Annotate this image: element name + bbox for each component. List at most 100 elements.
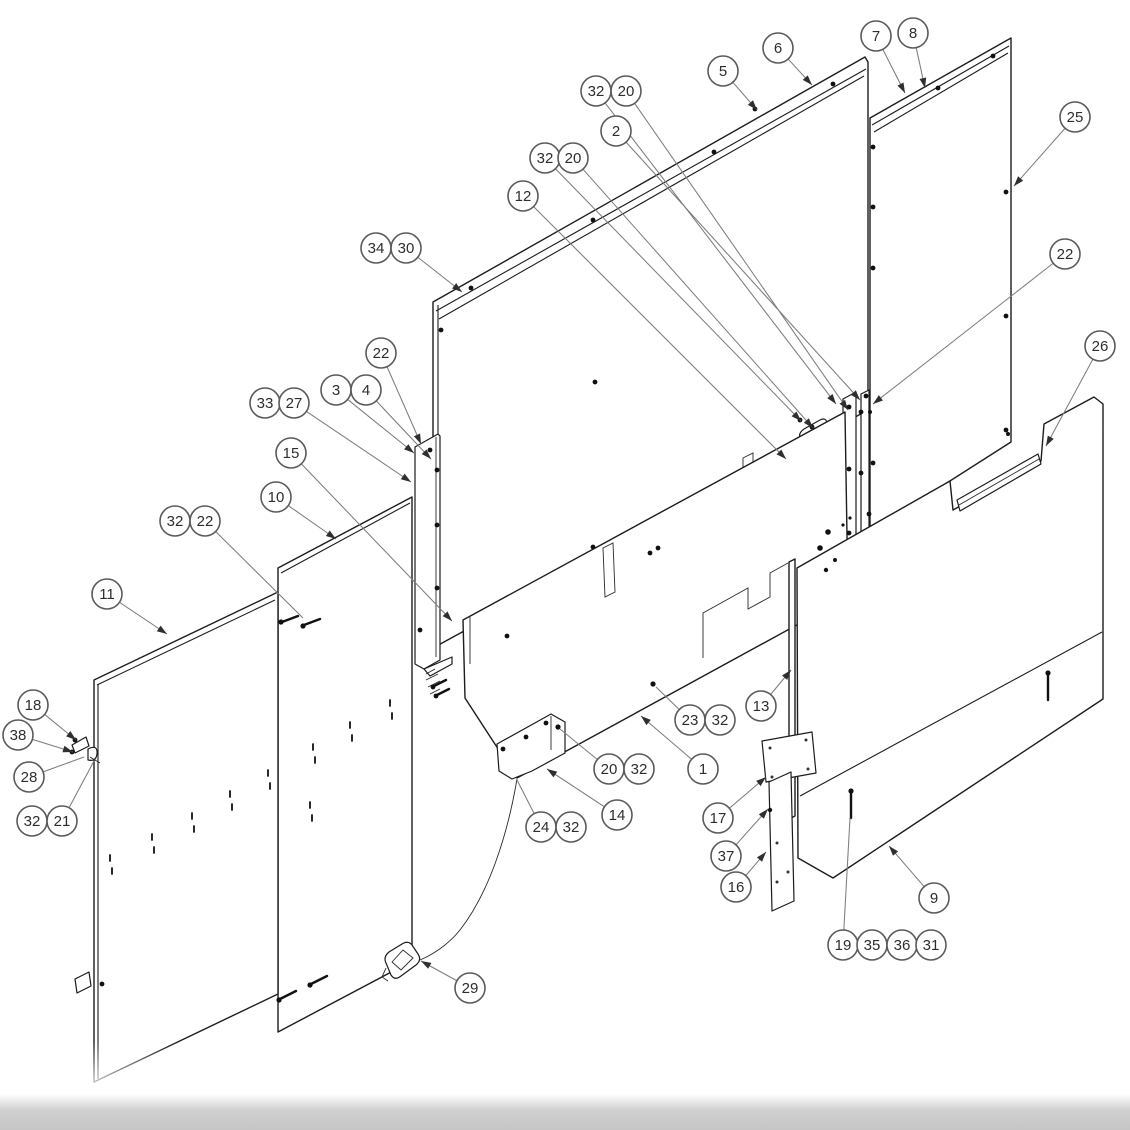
balloon-number: 21 bbox=[54, 813, 71, 830]
leader-line bbox=[386, 366, 422, 445]
leader-line bbox=[604, 102, 837, 405]
leader-arrowhead bbox=[897, 82, 905, 93]
leader-line bbox=[68, 760, 95, 809]
leader-line bbox=[1045, 358, 1094, 447]
balloon-circle bbox=[702, 802, 734, 834]
balloon-circle bbox=[350, 374, 382, 406]
leader-arrowhead bbox=[1046, 435, 1054, 446]
bolts bbox=[276, 614, 1051, 1003]
bracket-14-24 bbox=[496, 713, 566, 780]
balloon-number: 35 bbox=[864, 937, 881, 954]
balloon-number: 4 bbox=[362, 382, 370, 399]
balloon-circle bbox=[275, 437, 307, 469]
balloon-34: 34 bbox=[360, 232, 392, 264]
balloon-number: 3 bbox=[332, 382, 340, 399]
balloon-number: 24 bbox=[533, 819, 550, 836]
leader-line bbox=[215, 531, 304, 619]
leader-arrowhead bbox=[404, 444, 414, 453]
leader-arrowhead bbox=[756, 777, 766, 787]
balloon-21: 21 bbox=[46, 805, 78, 837]
balloon-number: 23 bbox=[682, 712, 699, 729]
balloon-circle bbox=[897, 17, 929, 49]
slot-marks bbox=[109, 699, 393, 875]
balloon-number: 8 bbox=[909, 25, 917, 42]
leader-arrowhead bbox=[839, 399, 848, 410]
balloon-number: 20 bbox=[618, 83, 635, 100]
panel-slot bbox=[602, 542, 616, 598]
balloon-number: 20 bbox=[565, 150, 582, 167]
bracket-3-4 bbox=[414, 433, 453, 677]
balloon-number: 30 bbox=[398, 240, 415, 257]
leader-line bbox=[640, 715, 692, 760]
balloon-31: 31 bbox=[915, 929, 947, 961]
leader-line bbox=[347, 399, 415, 454]
part-29 bbox=[384, 941, 421, 979]
leader-arrowhead bbox=[66, 731, 76, 740]
balloon-circle bbox=[189, 505, 221, 537]
balloon-circle bbox=[17, 689, 49, 721]
balloon-circle bbox=[710, 840, 742, 872]
balloon-5: 5 bbox=[707, 55, 739, 87]
balloon-23: 23 bbox=[674, 704, 706, 736]
balloon-number: 31 bbox=[923, 937, 940, 954]
balloon-circle bbox=[2, 719, 34, 751]
balloon-circle bbox=[707, 55, 739, 87]
bottom-fade bbox=[0, 1042, 1130, 1098]
balloon-32: 32 bbox=[704, 704, 736, 736]
balloon-number: 10 bbox=[268, 489, 285, 506]
balloon-number: 34 bbox=[368, 240, 385, 257]
balloon-circle bbox=[260, 481, 292, 513]
balloon-number: 20 bbox=[601, 761, 618, 778]
balloon-circle bbox=[918, 882, 950, 914]
leader-line bbox=[516, 779, 535, 814]
balloon-circle bbox=[454, 972, 486, 1004]
balloon-6: 6 bbox=[762, 32, 794, 64]
bottom-gray-band bbox=[0, 1094, 1130, 1130]
balloon-number: 14 bbox=[609, 807, 626, 824]
leader-arrowhead bbox=[803, 418, 813, 428]
balloon-circle bbox=[623, 753, 655, 785]
balloon-10: 10 bbox=[260, 481, 292, 513]
leader-arrowhead bbox=[452, 283, 462, 292]
balloon-circle bbox=[687, 753, 719, 785]
balloon-number: 19 bbox=[835, 937, 852, 954]
balloon-circle bbox=[610, 75, 642, 107]
balloon-number: 38 bbox=[10, 727, 27, 744]
balloon-35: 35 bbox=[856, 929, 888, 961]
balloon-22: 22 bbox=[1049, 238, 1081, 270]
leader-arrowhead bbox=[421, 961, 432, 969]
balloon-circle bbox=[762, 32, 794, 64]
leader-line bbox=[872, 262, 1054, 405]
balloon-number: 1 bbox=[699, 761, 707, 778]
leader-line bbox=[306, 410, 412, 483]
balloon-circle bbox=[601, 799, 633, 831]
balloon-19: 19 bbox=[827, 929, 859, 961]
leader-arrowhead bbox=[641, 716, 651, 726]
balloon-number: 36 bbox=[894, 937, 911, 954]
leader-arrowhead bbox=[827, 393, 836, 404]
leader-arrowhead bbox=[791, 411, 801, 421]
balloon-12: 12 bbox=[507, 180, 539, 212]
leader-arrowhead bbox=[62, 745, 73, 753]
leader-line bbox=[559, 728, 598, 760]
leader-arrowhead bbox=[776, 449, 786, 459]
panel-7-8 bbox=[869, 37, 1012, 533]
leader-line bbox=[1013, 127, 1066, 187]
balloon-number: 5 bbox=[719, 63, 727, 80]
balloon-14: 14 bbox=[601, 799, 633, 831]
balloon-number: 16 bbox=[728, 879, 745, 896]
balloon-circle bbox=[745, 690, 777, 722]
screws bbox=[69, 53, 1010, 987]
leader-arrowhead bbox=[781, 670, 791, 680]
balloon-4: 4 bbox=[350, 374, 382, 406]
balloon-circle bbox=[278, 387, 310, 419]
balloon-circle bbox=[915, 929, 947, 961]
balloon-number: 12 bbox=[515, 188, 532, 205]
balloon-number: 37 bbox=[718, 848, 735, 865]
balloon-29: 29 bbox=[454, 972, 486, 1004]
leader-arrowhead bbox=[156, 625, 167, 634]
balloon-number: 6 bbox=[774, 40, 782, 57]
balloon-32: 32 bbox=[159, 505, 191, 537]
